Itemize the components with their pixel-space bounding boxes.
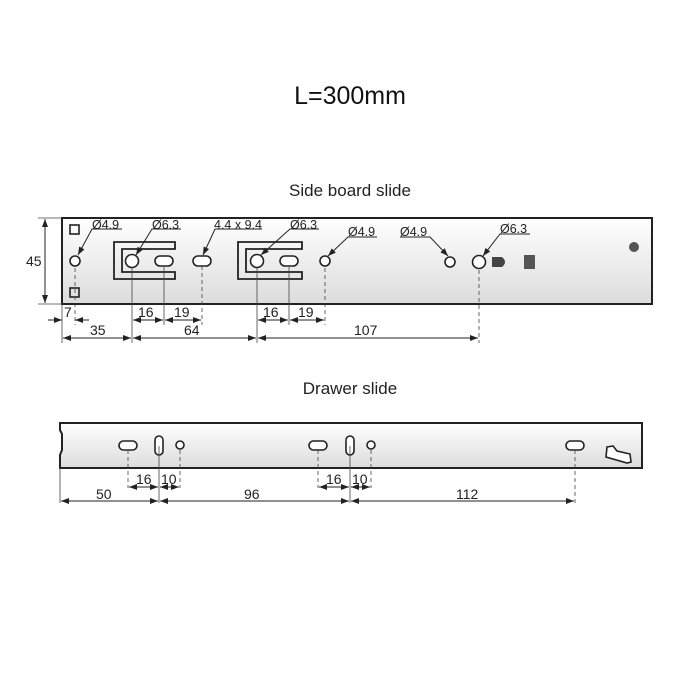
- hole-icon: [444, 256, 456, 268]
- length-title: L=300mm: [294, 82, 406, 110]
- callout-label: Ø6.3: [500, 222, 527, 236]
- dimension-label: 50: [96, 486, 112, 502]
- slot-hole-icon: [279, 255, 299, 267]
- rivet-icon: [629, 242, 639, 252]
- slot-hole-icon: [154, 255, 174, 267]
- callout-label: 4.4 x 9.4: [214, 218, 262, 232]
- dimension-label: 19: [174, 304, 190, 320]
- dimension-label: 10: [352, 471, 368, 487]
- side-board-title: Side board slide: [289, 181, 411, 200]
- dimension-label: 96: [244, 486, 260, 502]
- dimension-label: 16: [136, 471, 152, 487]
- side-board-slide: Ø4.9 Ø6.3 4.4 x 9.4 Ø6.3 Ø4.9 Ø4.9 Ø6.3 …: [26, 217, 653, 343]
- dimension-label: 35: [90, 322, 106, 338]
- dimension-label: 19: [298, 304, 314, 320]
- hole-icon: [319, 255, 331, 267]
- bracket-slot-icon: [237, 241, 303, 280]
- hole-icon: [175, 440, 185, 450]
- callout-label: Ø6.3: [290, 218, 317, 232]
- callout-label: Ø4.9: [348, 225, 375, 239]
- slot-hole-icon: [192, 255, 212, 267]
- dimension-label: 112: [456, 486, 479, 502]
- hole-icon: [471, 254, 487, 270]
- callout-label: Ø4.9: [92, 218, 119, 232]
- height-dimension: 45: [26, 253, 42, 269]
- callout-label: Ø6.3: [152, 218, 179, 232]
- dimension-label: 107: [354, 322, 378, 338]
- square-hole-icon: [69, 224, 80, 235]
- square-hole-icon: [69, 287, 80, 298]
- slot-hole-icon: [308, 440, 328, 451]
- square-tab-icon: [524, 255, 535, 269]
- hole-icon: [124, 253, 140, 269]
- dimension-label: 7: [64, 304, 72, 320]
- dimension-label: 16: [138, 304, 154, 320]
- callout-label: Ø4.9: [400, 225, 427, 239]
- drawer-slide: 16 10 16 10 50 96 112: [59, 422, 643, 504]
- drawer-slide-title: Drawer slide: [302, 379, 398, 398]
- bracket-slot-icon: [113, 241, 176, 280]
- bullet-tab-icon: [492, 257, 505, 267]
- dimension-label: 10: [161, 471, 177, 487]
- slot-hole-icon: [118, 440, 138, 451]
- dimension-label: 16: [263, 304, 279, 320]
- hole-icon: [249, 253, 265, 269]
- dimension-label: 64: [184, 322, 200, 338]
- hole-icon: [366, 440, 376, 450]
- hole-icon: [69, 255, 81, 267]
- slot-hole-icon: [565, 440, 585, 451]
- hook-tab-icon: [605, 445, 632, 464]
- dimension-label: 16: [326, 471, 342, 487]
